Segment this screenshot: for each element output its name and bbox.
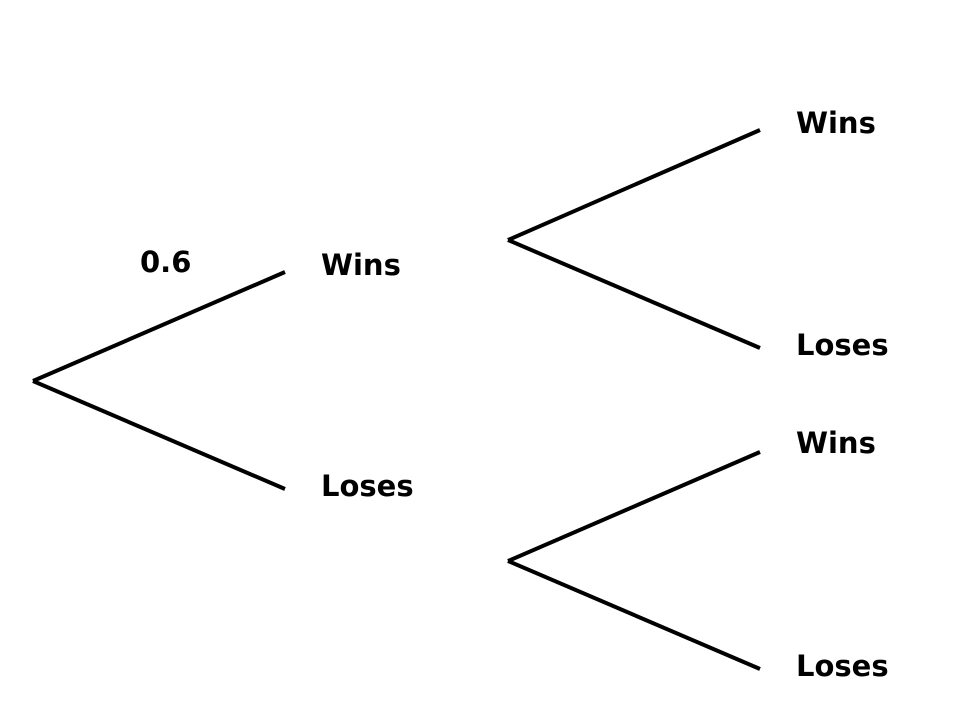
second-game-loses-after-lose-label: Loses (796, 649, 889, 683)
first-game-wins-label: Wins (321, 248, 401, 282)
branch-root-to-win (32, 270, 286, 383)
second-game-loses-after-win-label: Loses (796, 328, 889, 362)
branch-win-to-win (507, 128, 761, 242)
first-game-loses-label: Loses (321, 469, 414, 503)
second-game-wins-after-win-label: Wins (796, 106, 876, 140)
second-game-wins-after-lose-label: Wins (796, 426, 876, 460)
branch-lose-to-lose (507, 559, 761, 671)
branch-win-to-lose (507, 238, 761, 350)
branch-root-to-lose (32, 379, 286, 491)
branch-lose-to-win (507, 450, 761, 563)
probability-first-win-label: 0.6 (140, 245, 192, 279)
